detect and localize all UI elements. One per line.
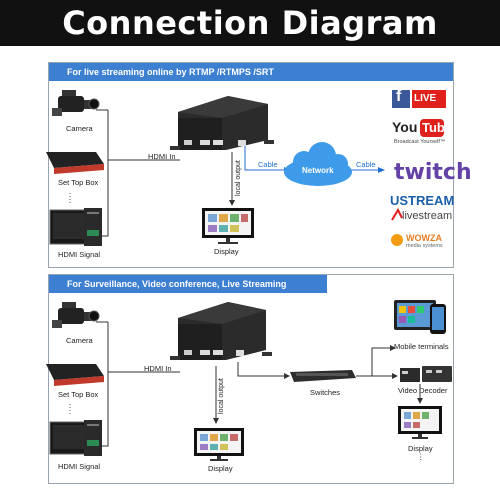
set-top-box-icon (46, 364, 104, 386)
label-switches: Switches (310, 388, 341, 397)
label-set-top-box: Set Top Box (58, 178, 99, 187)
facebook-live-logo (392, 90, 446, 108)
label-display: Display (208, 464, 233, 473)
twitch-text: twitch (394, 160, 472, 185)
encoder-device-icon (170, 96, 274, 150)
switch-to-mobile-line (371, 347, 392, 376)
youtube-tube-text: Tube (422, 120, 453, 135)
label-display: Display (214, 247, 239, 256)
livestream-text: livestream (402, 210, 453, 222)
twitch-logo-bg (392, 162, 448, 186)
hdmi-pc-icon (49, 208, 102, 246)
arrow-to-decoder (392, 373, 398, 379)
ustream-text: USTREAM (390, 193, 455, 208)
label-display-right: Display (408, 444, 433, 453)
livestream-logo-mark (391, 207, 403, 221)
arrow-to-display-right (417, 398, 423, 404)
label-video-decoder: Video Decoder (398, 386, 448, 395)
display-monitor-icon (202, 208, 254, 244)
hdmi-pc-icon (49, 420, 102, 456)
arrow-to-switch (284, 373, 290, 379)
label-cable-right: Cable (356, 160, 376, 169)
camera-icon (52, 90, 100, 116)
arrow-to-platforms (378, 167, 385, 173)
label-camera: Camera (66, 124, 93, 133)
encoder-device-icon (170, 302, 272, 360)
display-right-monitor-icon (398, 406, 442, 439)
panel-header: For Surveillance, Video conference, Live… (49, 275, 327, 293)
set-top-box-icon (46, 152, 104, 174)
network-line (237, 362, 286, 377)
network-cloud-icon (284, 142, 352, 186)
wowza-text: WOWZA (406, 233, 442, 243)
facebook-live-text: LIVE (414, 93, 437, 104)
label-hdmi-signal: HDMI Signal (58, 250, 101, 259)
label-hdmi-signal: HDMI Signal (58, 462, 101, 471)
label-hdmi-in: HDMI In (144, 364, 172, 373)
display-monitor-icon (194, 428, 244, 461)
facebook-f-glyph: f (396, 88, 402, 105)
label-hdmi-in: HDMI In (148, 152, 176, 161)
label-network: Network (302, 166, 334, 175)
diagram-title: Connection Diagram (0, 0, 500, 46)
label-set-top-box: Set Top Box (58, 390, 99, 399)
wowza-logo-mark (391, 234, 403, 246)
label-cable-left: Cable (258, 160, 278, 169)
mobile-terminals-icon (394, 300, 446, 334)
arrow-down-display (229, 200, 235, 206)
youtube-logo-box (420, 119, 444, 137)
network-switch-icon (290, 370, 356, 382)
ellipsis-dots-right: ⋮ (417, 452, 426, 461)
label-mobile-terminals: Mobile terminals (394, 342, 449, 351)
wowza-subtext: media systems (406, 243, 443, 249)
youtube-tagline: Broadcast Yourself™ (394, 139, 446, 145)
youtube-you-text: You (392, 119, 418, 135)
label-camera: Camera (66, 336, 93, 345)
arrow-to-mobile (390, 345, 396, 351)
panel-header: For live streaming online by RTMP /RTMPS… (49, 63, 453, 81)
camera-icon (52, 302, 100, 328)
video-decoder-icon (400, 366, 452, 382)
label-local-output: local output (218, 378, 225, 414)
cable-line-left (244, 146, 286, 171)
arrow-down-display (213, 418, 219, 424)
